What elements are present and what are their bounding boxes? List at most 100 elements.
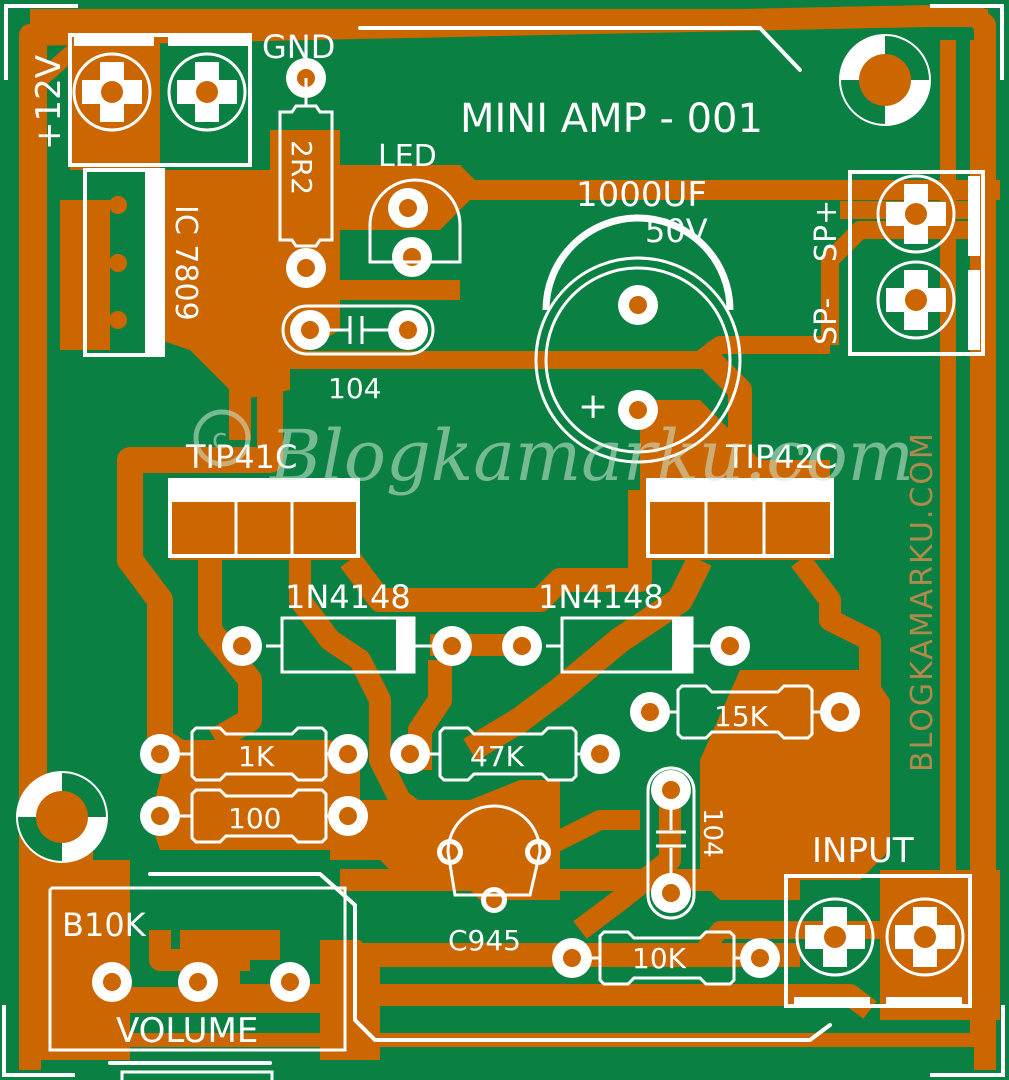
- labels: MINI AMP - 001 +12V GND IC 7809 2R2 LED …: [29, 28, 940, 1051]
- silkscreen-layer: [2, 4, 1005, 1080]
- to220-pad-7: [673, 515, 691, 533]
- r1k-pad-1: [140, 734, 180, 774]
- label-input: INPUT: [812, 831, 914, 871]
- copper-layer: [19, 4, 1000, 1070]
- board-title: MINI AMP - 001: [460, 96, 763, 142]
- resistor-100-outline: [190, 788, 328, 844]
- svg-text:c: c: [212, 422, 227, 455]
- pot-shaft: [120, 1070, 274, 1080]
- corner-mark-tl: [4, 4, 78, 80]
- label-resistor-47k: 47K: [470, 740, 525, 773]
- c945-pad-1: [437, 839, 463, 865]
- to220-pad-2: [109, 254, 127, 272]
- label-pot-name: VOLUME: [116, 1011, 258, 1051]
- cap-104-top-outline: [281, 304, 435, 356]
- resistor-47k-outline: [438, 726, 578, 782]
- r15k-pad-2: [820, 692, 860, 732]
- label-gnd: GND: [262, 28, 335, 66]
- led-pad-1: [388, 188, 428, 228]
- label-led: LED: [378, 139, 437, 174]
- to220-pad-8: [731, 515, 749, 533]
- to220-pad-9: [789, 515, 807, 533]
- cap-104-bottom-outline: [646, 766, 696, 920]
- label-speaker-plus: SP+: [809, 200, 844, 262]
- to220-pad-5: [255, 515, 273, 533]
- label-cap-bottom: 104: [697, 808, 727, 858]
- cap104-top-pad-2: [388, 310, 428, 350]
- pot-pad-3: [270, 962, 310, 1002]
- label-cap-plus: +: [578, 386, 608, 427]
- label-diode-d2: 1N4148: [538, 578, 664, 616]
- to220-pad-3: [109, 311, 127, 329]
- d2-pad-a: [502, 626, 542, 666]
- power-terminal-plus: [72, 52, 152, 132]
- c945-pad-2: [525, 839, 551, 865]
- input-terminal-1: [795, 897, 875, 977]
- r47k-pad-1: [390, 734, 430, 774]
- r2r2-pad-2: [286, 248, 326, 288]
- label-resistor-1k: 1K: [238, 740, 275, 773]
- watermark-script-text: Blogkamarku.com: [268, 415, 914, 497]
- label-cap-main-value: 1000UF: [576, 175, 707, 215]
- label-cap-top: 104: [328, 372, 381, 405]
- r47k-pad-2: [580, 734, 620, 774]
- resistor-15k-outline: [676, 684, 814, 740]
- r10k-pad-1: [552, 938, 592, 978]
- power-terminal-gnd: [167, 52, 247, 132]
- to220-pad-4: [196, 515, 214, 533]
- resistor-1k-outline: [190, 726, 328, 782]
- label-diode-d1: 1N4148: [285, 578, 411, 616]
- d1-pad-a: [222, 626, 262, 666]
- speaker-terminal-plus: [876, 174, 956, 254]
- r15k-pad-1: [630, 692, 670, 732]
- watermark-script: c Blogkamarku.com: [193, 409, 914, 497]
- r1k-pad-2: [328, 734, 368, 774]
- label-c945: C945: [448, 924, 521, 957]
- label-resistor-10k: 10K: [632, 942, 687, 975]
- corner-mark-br: [930, 1005, 1005, 1077]
- cap104-bot-pad-2: [651, 873, 691, 913]
- watermark-vertical: BLOGKAMARKU.COM: [905, 431, 940, 772]
- label-resistor-15k: 15K: [714, 700, 769, 733]
- r10k-pad-2: [740, 938, 780, 978]
- label-cap-main-voltage: 50V: [645, 212, 708, 250]
- input-connector-outline: [784, 874, 972, 1008]
- r100-pad-2: [328, 796, 368, 836]
- led-outline: [368, 178, 462, 264]
- label-regulator: IC 7809: [168, 205, 203, 321]
- pot-outline: [48, 886, 347, 1052]
- corner-mark-tr: [930, 4, 1004, 80]
- pads: [72, 52, 965, 1002]
- bottom-silk-line: [148, 872, 832, 1042]
- cap104-bot-pad-1: [651, 770, 691, 810]
- led-pad-2: [392, 237, 432, 277]
- cap1000-pad-pos: [618, 390, 658, 430]
- resistor-2r2-outline: [278, 104, 334, 248]
- resistor-10k-outline: [598, 930, 736, 986]
- cap104-top-pad-1: [290, 310, 330, 350]
- label-resistor-100: 100: [228, 802, 281, 835]
- d1-pad-k: [432, 626, 472, 666]
- pot-pad-1: [92, 962, 132, 1002]
- label-speaker-minus: SP-: [809, 298, 844, 345]
- speaker-terminal-minus: [876, 260, 956, 340]
- top-silk-line: [358, 26, 802, 72]
- label-pot-value: B10K: [62, 906, 147, 944]
- d2-pad-k: [710, 626, 750, 666]
- label-tip42c: TIP42C: [725, 438, 837, 476]
- r100-pad-1: [140, 796, 180, 836]
- label-resistor-2r2: 2R2: [285, 140, 318, 195]
- cap1000-pad-neg: [618, 285, 658, 325]
- to220-pad-6: [311, 515, 329, 533]
- corner-mark-bl: [2, 1005, 75, 1077]
- input-terminal-2: [885, 897, 965, 977]
- pot-pad-2: [178, 962, 218, 1002]
- c945-pad-3: [481, 887, 507, 913]
- label-power-in: +12V: [29, 55, 69, 150]
- to220-pad-1: [109, 196, 127, 214]
- cap-1000uf-outline: [534, 256, 742, 464]
- mounting-hole-bottom-left: [16, 771, 108, 863]
- c945-outline: [446, 804, 542, 897]
- speaker-connector-outline: [848, 170, 985, 356]
